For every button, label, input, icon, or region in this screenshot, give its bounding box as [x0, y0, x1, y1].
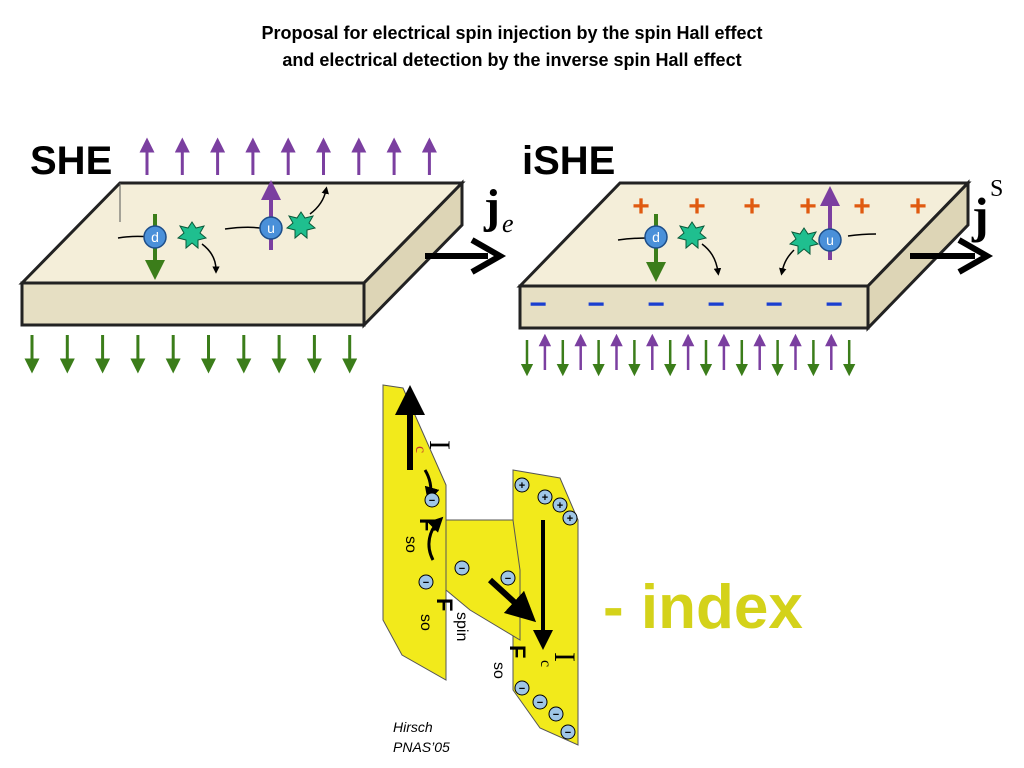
- index-label: - index: [603, 573, 803, 642]
- she-current-label: j: [483, 180, 500, 233]
- ishe-current-label: j: [971, 187, 989, 243]
- h-label-spin: spin: [453, 612, 470, 641]
- h-label-fso-1-sub: so: [402, 536, 419, 553]
- she-electron-d: [143, 225, 167, 249]
- she-electron-u-label: u: [267, 220, 275, 236]
- credit-author: Hirsch: [393, 719, 433, 735]
- credit-journal: PNAS’05: [393, 739, 450, 755]
- ishe-scatter-star-2: [788, 227, 820, 256]
- charge-sign: −: [565, 727, 571, 739]
- negative-charge: [500, 570, 516, 586]
- she-current-subscript: e: [502, 209, 514, 238]
- she-current-arrow-head: [470, 237, 507, 275]
- h-left-bar: [382, 384, 447, 681]
- h-label-ic-right-sub: c: [537, 660, 554, 667]
- ishe-u-path: [847, 233, 877, 237]
- she-panel: SHE j e d u: [18, 137, 514, 374]
- charge-sign: −: [505, 573, 511, 585]
- ishe-bottom-spin-arrows: [520, 333, 856, 377]
- positive-charge: +: [853, 190, 871, 223]
- h-force-arrow-1: [427, 516, 444, 561]
- she-scatter-star-1: [176, 221, 208, 250]
- negative-charge: [532, 694, 548, 710]
- h-label-fso-3-sub: so: [490, 662, 507, 679]
- charge-sign: −: [429, 495, 435, 507]
- positive-charge: [514, 477, 530, 493]
- h-structure: ++++−−−−−−−− I c F so F so spin F so I c: [382, 384, 581, 746]
- charge-sign: +: [557, 500, 563, 512]
- positive-charge: [552, 497, 568, 513]
- h-charges: ++++−−−−−−−−: [418, 477, 578, 740]
- negative-charge: −: [765, 288, 783, 321]
- ishe-label: iSHE: [522, 139, 615, 183]
- ishe-slab-front: [518, 284, 870, 330]
- ishe-current-superscript: S: [990, 176, 1003, 202]
- ishe-negative-charges: −−−−−−: [529, 288, 843, 321]
- h-label-fso-2: F: [432, 598, 457, 611]
- negative-charge: −: [587, 288, 605, 321]
- she-top-spin-arrows: [139, 137, 437, 175]
- ishe-d-deflect: [701, 243, 722, 276]
- h-crossbar: [445, 519, 521, 641]
- h-label-ic-left-sub: c: [412, 446, 429, 453]
- negative-charge: −: [529, 288, 547, 321]
- she-u-deflect: [309, 186, 329, 215]
- she-d-deflect: [201, 243, 220, 274]
- positive-charge: +: [632, 190, 650, 223]
- title-line-1: Proposal for electrical spin injection b…: [261, 23, 763, 43]
- h-label-fso-3: F: [505, 645, 530, 658]
- positive-charge: +: [799, 190, 817, 223]
- negative-charge: [418, 574, 434, 590]
- she-electron-d-label: d: [151, 229, 159, 245]
- charge-sign: +: [519, 480, 525, 492]
- negative-charge: [514, 680, 530, 696]
- positive-charge: +: [743, 190, 761, 223]
- h-label-fso-1: F: [415, 518, 440, 531]
- she-electron-u: [259, 216, 283, 240]
- she-label: SHE: [30, 139, 112, 183]
- she-scatter-star-2: [285, 211, 317, 240]
- h-label-ic-left: I: [423, 440, 456, 450]
- ishe-current-arrow-head: [957, 237, 994, 275]
- she-bottom-spin-arrows: [24, 335, 358, 374]
- ishe-u-deflect: [779, 249, 795, 276]
- positive-charge: +: [909, 190, 927, 223]
- she-slab-front: [20, 281, 366, 327]
- negative-charge: [424, 492, 440, 508]
- h-label-fso-2-sub: so: [417, 614, 434, 631]
- positive-charge: [537, 489, 553, 505]
- negative-charge: −: [825, 288, 843, 321]
- charge-sign: +: [542, 492, 548, 504]
- ishe-electron-u: [818, 228, 842, 252]
- title-line-2: and electrical detection by the inverse …: [282, 50, 742, 70]
- ishe-scatter-star-1: [676, 221, 708, 250]
- negative-charge: [548, 706, 564, 722]
- charge-sign: +: [567, 513, 573, 525]
- h-spin-current-arrow: [487, 577, 537, 623]
- she-u-path: [224, 226, 261, 230]
- h-right-bar: [512, 469, 579, 746]
- ishe-positive-charges: + + + + + +: [632, 190, 927, 223]
- negative-charge: −: [647, 288, 665, 321]
- negative-charge: [454, 560, 470, 576]
- she-slab-side: [362, 179, 464, 329]
- charge-sign: −: [519, 683, 525, 695]
- positive-charge: [562, 510, 578, 526]
- charge-sign: −: [423, 577, 429, 589]
- ishe-electron-d: [644, 225, 668, 249]
- charge-sign: −: [553, 709, 559, 721]
- negative-charge: [560, 724, 576, 740]
- charge-sign: −: [459, 563, 465, 575]
- negative-charge: −: [707, 288, 725, 321]
- positive-charge: +: [688, 190, 706, 223]
- ishe-electron-u-label: u: [826, 232, 834, 248]
- ishe-panel: iSHE + + + + + + − − − − − − j S d u: [516, 139, 1003, 377]
- h-label-ic-right: I: [548, 652, 581, 662]
- ishe-electron-d-label: d: [652, 229, 660, 245]
- charge-sign: −: [537, 697, 543, 709]
